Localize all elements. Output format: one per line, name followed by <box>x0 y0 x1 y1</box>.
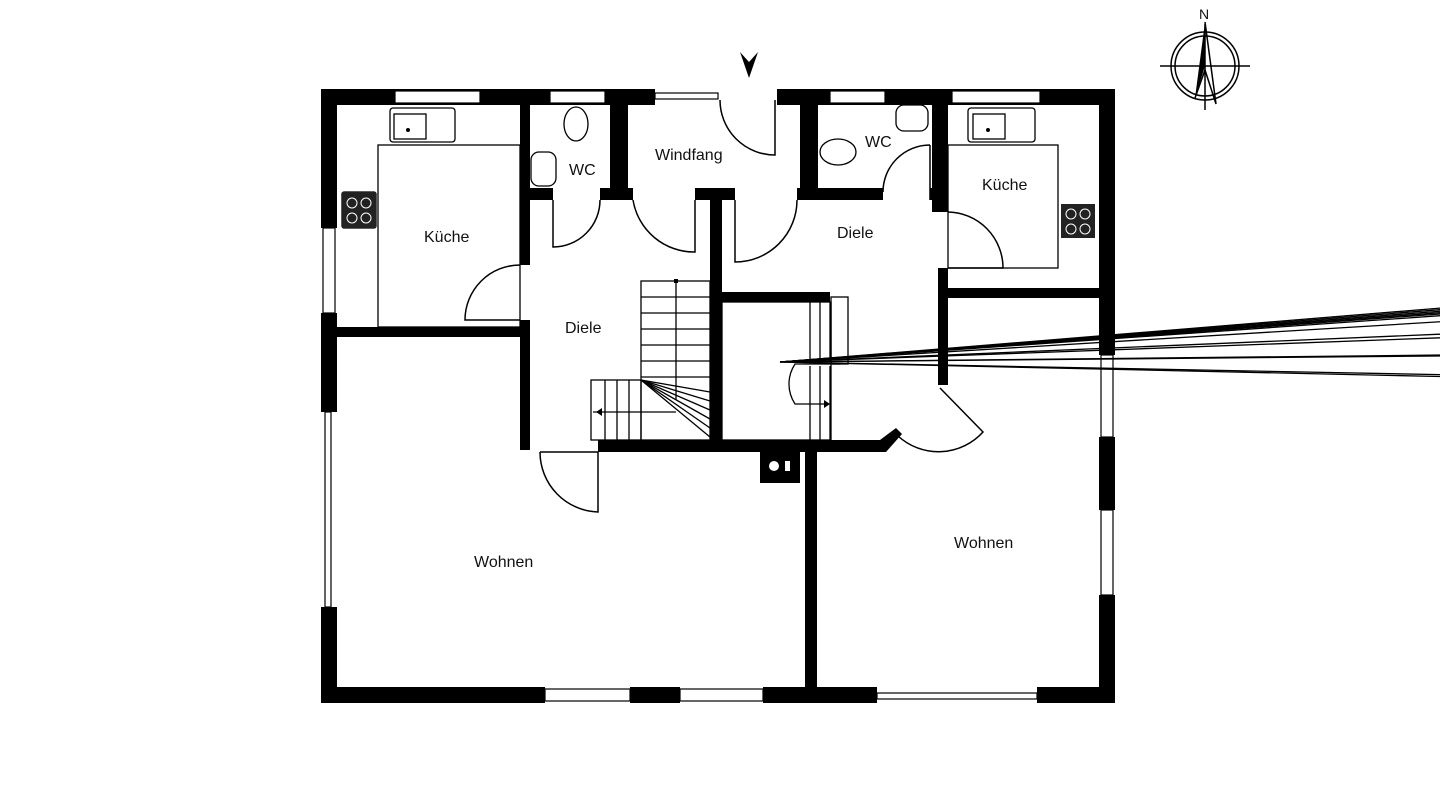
basin-left <box>530 151 557 187</box>
room-labels: Küche WC Windfang WC Küche Diele Diele W… <box>424 134 1027 571</box>
sink-left <box>389 107 456 143</box>
stove-right <box>1061 204 1095 238</box>
stair-tread <box>779 361 1440 376</box>
counter-left <box>377 144 521 328</box>
toilet-right <box>819 138 857 166</box>
basin-right <box>895 104 929 132</box>
room-label-kueche-left: Küche <box>424 229 469 246</box>
room-label-diele-right: Diele <box>837 225 874 242</box>
stair-tread <box>779 337 1440 363</box>
room-label-wohnen-right: Wohnen <box>954 535 1013 552</box>
room-label-windfang: Windfang <box>655 147 723 164</box>
stair-tread <box>779 313 1440 363</box>
room-label-kueche-right: Küche <box>982 177 1027 194</box>
room-label-diele-left: Diele <box>565 320 602 337</box>
compass-north-label: N <box>1199 6 1209 22</box>
staircase <box>590 279 1440 441</box>
room-label-wc-right: WC <box>865 134 892 151</box>
stair-tread <box>779 333 1440 363</box>
counter-right <box>947 144 1059 269</box>
room-label-wohnen-left: Wohnen <box>474 554 533 571</box>
stair-tread <box>640 379 711 429</box>
room-label-wc-left: WC <box>569 162 596 179</box>
toilet-left <box>563 106 589 142</box>
stair-tread <box>640 379 711 438</box>
fixtures <box>341 104 1095 328</box>
sink-right <box>967 107 1036 143</box>
interior-walls <box>337 105 1100 687</box>
doors <box>464 99 1004 513</box>
entrance-arrow-icon <box>740 52 758 78</box>
stair-tread <box>779 321 1440 363</box>
stair-tread <box>779 355 1440 363</box>
windows <box>322 90 1114 702</box>
compass-icon: N <box>1160 6 1250 110</box>
